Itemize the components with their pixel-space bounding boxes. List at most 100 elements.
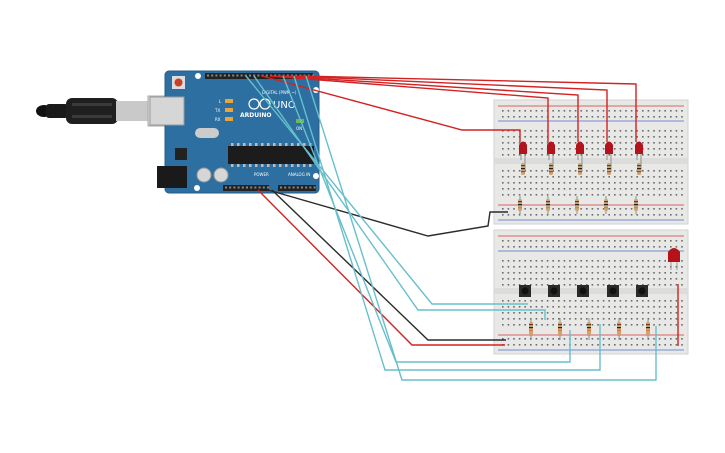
resistor[interactable] xyxy=(578,163,582,175)
resistor[interactable] xyxy=(607,163,611,175)
breadboard-hole xyxy=(574,272,577,274)
status-led[interactable] xyxy=(668,248,680,270)
resistor[interactable] xyxy=(549,163,553,175)
breadboard-hole xyxy=(614,318,616,320)
breadboard-hole xyxy=(664,318,666,320)
wire-black-gnd1[interactable] xyxy=(267,189,508,237)
breadboard-hole xyxy=(602,208,605,210)
push-button[interactable] xyxy=(519,285,531,297)
push-button[interactable] xyxy=(548,285,560,297)
breadboard-hole xyxy=(530,266,532,268)
breadboard-hole xyxy=(552,246,554,248)
breadboard-hole xyxy=(664,300,666,302)
wire-red-led1[interactable] xyxy=(261,75,521,142)
header-pin xyxy=(236,74,239,77)
breadboard-hole xyxy=(630,136,633,138)
breadboard-hole xyxy=(507,284,510,286)
wire-red-led5[interactable] xyxy=(299,75,637,142)
wire-red-led2[interactable] xyxy=(269,75,549,142)
breadboard-hole xyxy=(507,338,510,340)
breadboard-hole xyxy=(608,208,610,210)
breadboard-hole xyxy=(625,182,627,184)
breadboard-hole xyxy=(524,246,526,248)
resistor[interactable] xyxy=(587,318,591,340)
resistor[interactable] xyxy=(634,196,638,214)
breadboard-hole xyxy=(664,266,666,268)
breadboard-hole xyxy=(675,284,678,286)
wire-cyan-btn2[interactable] xyxy=(253,75,546,320)
resistor[interactable] xyxy=(546,196,550,214)
resistor[interactable] xyxy=(575,196,579,214)
breadboard-hole xyxy=(586,324,588,326)
breadboard-hole xyxy=(502,154,504,156)
resistor[interactable] xyxy=(637,163,641,175)
breadboard-hole xyxy=(563,278,566,280)
breadboard-hole xyxy=(653,208,655,210)
wire-red-led3[interactable] xyxy=(277,75,579,142)
breadboard-hole xyxy=(569,154,571,156)
breadboard-hole xyxy=(681,130,683,132)
breadboard-hole xyxy=(580,116,582,118)
wire-red-led4[interactable] xyxy=(289,75,608,142)
breadboard-hole xyxy=(574,260,577,262)
breadboard-hole xyxy=(563,176,566,178)
breadboard-hole xyxy=(681,188,683,190)
breadboard-hole xyxy=(558,338,560,340)
breadboard-hole xyxy=(597,318,599,320)
push-button[interactable] xyxy=(636,285,648,297)
breadboard-hole xyxy=(507,266,510,268)
breadboard-hole xyxy=(619,170,622,172)
breadboard-hole xyxy=(574,142,577,144)
wire-cyan-btn3[interactable] xyxy=(282,75,571,363)
breadboard-hole xyxy=(608,110,610,112)
header-pin xyxy=(262,186,265,189)
breadboard-hole xyxy=(558,278,560,280)
resistor[interactable] xyxy=(518,196,522,214)
breadboard-hole xyxy=(619,142,622,144)
header-pin xyxy=(312,74,314,77)
arduino-uno-board[interactable]: L TX RX ARDUINO UNO ON DIGITAL (PWM ~) P… xyxy=(149,70,320,194)
breadboard-hole xyxy=(558,170,560,172)
header-pin xyxy=(250,186,253,189)
wire-cyan-btn4[interactable] xyxy=(293,75,601,371)
wire-red-5v[interactable] xyxy=(257,189,505,346)
breadboard-hole xyxy=(630,312,633,314)
breadboard-hole xyxy=(502,182,504,184)
breadboard-hole xyxy=(636,284,638,286)
breadboard-hole xyxy=(552,194,554,196)
breadboard-hole xyxy=(642,260,644,262)
resistor[interactable] xyxy=(529,318,533,340)
breadboard-hole xyxy=(614,246,616,248)
breadboard-hole xyxy=(664,136,666,138)
breadboard-hole xyxy=(513,318,515,320)
breadboard-hole xyxy=(642,240,644,242)
breadboard-hole xyxy=(580,110,582,112)
breadboard-hole xyxy=(636,260,638,262)
wire-cyan-btn5[interactable] xyxy=(305,75,657,381)
resistor[interactable] xyxy=(604,196,608,214)
breadboard-hole xyxy=(681,208,683,210)
resistor[interactable] xyxy=(558,318,562,340)
breadboard-hole xyxy=(647,344,650,346)
breadboard-hole xyxy=(647,278,650,280)
breadboard-hole xyxy=(569,260,571,262)
breadboard-hole xyxy=(558,312,560,314)
breadboard-hole xyxy=(608,130,610,132)
breadboard-hole xyxy=(513,240,515,242)
push-button[interactable] xyxy=(607,285,619,297)
breadboard-hole xyxy=(619,136,622,138)
breadboard-leds[interactable] xyxy=(493,99,689,225)
breadboard-hole xyxy=(642,312,644,314)
push-button[interactable] xyxy=(577,285,589,297)
breadboard-hole xyxy=(502,214,504,216)
wire-black-gnd2[interactable] xyxy=(271,189,506,341)
resistor[interactable] xyxy=(646,318,650,340)
resistor[interactable] xyxy=(521,163,525,175)
breadboard-hole xyxy=(658,344,661,346)
breadboard-hole xyxy=(681,278,683,280)
breadboard-hole xyxy=(614,324,616,326)
breadboard-hole xyxy=(614,312,616,314)
breadboard-hole xyxy=(647,188,650,190)
breadboard-hole xyxy=(507,318,510,320)
resistor[interactable] xyxy=(617,318,621,340)
